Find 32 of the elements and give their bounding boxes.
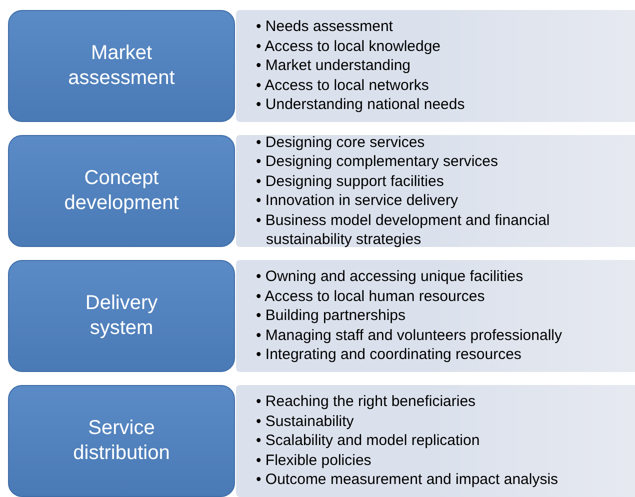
bullet-item: • Business model development and financial sustainability strategies bbox=[256, 210, 551, 250]
bullet-item: • Understanding national needs bbox=[256, 95, 466, 115]
stage-title: Market assessment bbox=[67, 41, 176, 91]
bullet-item: • Innovation in service delivery bbox=[256, 191, 460, 210]
bullet-item: • Access to local networks bbox=[256, 76, 430, 96]
bullet-item: • Integrating and coordinating resources bbox=[256, 345, 522, 365]
bullet-item: • Access to local human resources bbox=[256, 286, 486, 306]
bullet-item: • Access to local knowledge bbox=[256, 36, 442, 56]
stage-title: Delivery system bbox=[84, 291, 159, 341]
bullet-item: • Reaching the right beneficiaries bbox=[256, 392, 477, 412]
bullet-item: • Designing core services bbox=[256, 132, 426, 152]
detail-panel bbox=[236, 260, 635, 372]
stage-title: Service distribution bbox=[72, 416, 171, 466]
detail-panel bbox=[236, 385, 635, 497]
stage-box bbox=[8, 135, 235, 247]
bullet-item: • Outcome measurement and impact analysis bbox=[256, 470, 560, 490]
bullet-item: • Flexible policies bbox=[256, 450, 372, 470]
bullet-item: • Needs assessment bbox=[256, 17, 394, 37]
stage-box bbox=[8, 260, 235, 372]
bullet-item: • Owning and accessing unique facilities bbox=[256, 267, 524, 287]
bullet-item: • Sustainability bbox=[256, 412, 355, 432]
detail-panel bbox=[236, 135, 635, 247]
bullet-item: • Managing staff and volunteers professionally bbox=[256, 326, 563, 346]
bullet-item: • Building partnerships bbox=[256, 306, 407, 326]
bullet-item: • Scalability and model replication bbox=[256, 431, 481, 451]
stage-box bbox=[8, 10, 235, 122]
stage-box bbox=[8, 385, 235, 497]
stage-title: Concept development bbox=[63, 166, 180, 216]
bullet-item: • Designing complementary services bbox=[256, 152, 500, 172]
detail-panel bbox=[236, 10, 635, 122]
bullet-item: • Market understanding bbox=[256, 56, 412, 76]
bullet-item: • Designing support facilities bbox=[256, 172, 445, 191]
